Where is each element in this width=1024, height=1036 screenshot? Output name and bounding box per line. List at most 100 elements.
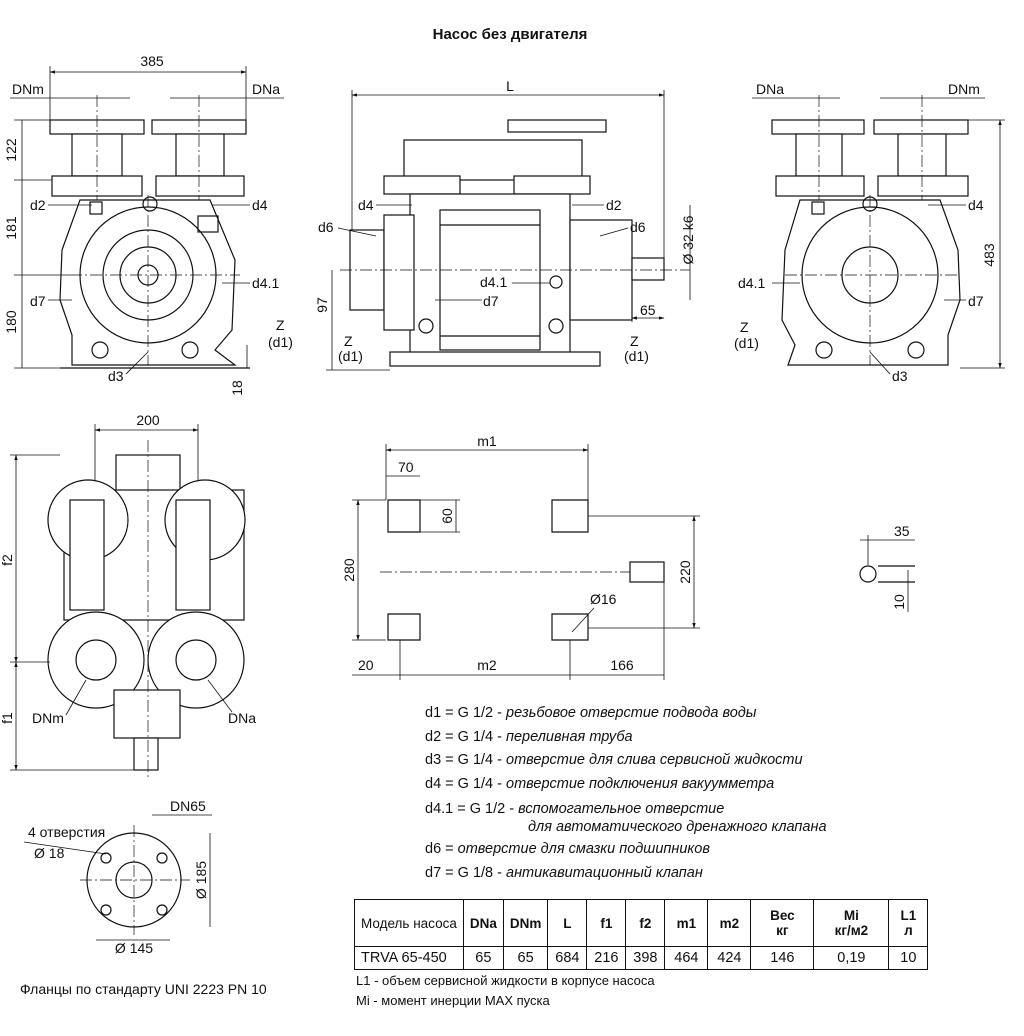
dim-166: 166 [610, 657, 634, 673]
rear-view: DNa DNm 483 d4 d4.1 d7 d3 Z (d1) [734, 81, 1005, 384]
legend: d1 = G 1/2 - резьбовое отверстие подвода… [425, 702, 985, 885]
th-l: L [547, 899, 588, 947]
dim-145: Ø 145 [115, 940, 153, 956]
dim-65: 65 [640, 302, 656, 318]
dim-60: 60 [439, 508, 455, 524]
td-dnm: 65 [502, 946, 549, 970]
dim-f1: f1 [0, 712, 15, 724]
label-z-front: Z [276, 317, 285, 333]
foundation-plan: m1 70 60 280 220 Ø16 20 m2 166 [341, 433, 700, 680]
td-m2: 424 [707, 946, 752, 970]
label-z-side-left: Z [344, 333, 353, 349]
note-mi: Mi - момент инерции MAX пуска [356, 993, 550, 1008]
label-d4-front: d4 [252, 197, 268, 213]
flange-detail: DN65 4 отверстия Ø 18 Ø 185 Ø 145 [23, 798, 212, 956]
th-f2: f2 [625, 899, 666, 947]
dim-122: 122 [3, 138, 19, 162]
label-zd1-rear: (d1) [734, 335, 759, 351]
front-view: 385 DNm DNa 122 181 180 [3, 53, 293, 396]
label-d6-left: d6 [318, 219, 334, 235]
dim-181: 181 [3, 216, 19, 240]
label-d4-side: d4 [358, 197, 374, 213]
label-z-rear: Z [740, 319, 749, 335]
legend-row-d2: d2 = G 1/4 - переливная труба [425, 728, 633, 745]
label-d6-right: d6 [630, 219, 646, 235]
legend-row-d41: d4.1 = G 1/2 - вспомогательное отверстие [425, 800, 725, 817]
td-m1: 464 [664, 946, 709, 970]
label-d4-rear: d4 [968, 197, 984, 213]
legend-row-d4: d4 = G 1/4 - отверстие подключения вакуу… [425, 776, 775, 793]
dim-hole-16: Ø16 [590, 591, 617, 607]
label-d7-side: d7 [483, 293, 499, 309]
th-m2: m2 [707, 899, 752, 947]
td-dna: 65 [462, 946, 504, 970]
dim-m1: m1 [477, 433, 497, 449]
label-holes: 4 отверстия [28, 824, 105, 840]
th-m1: m1 [664, 899, 709, 947]
th-dna: DNa [462, 899, 504, 947]
side-view: L 97 65 Ø 32 k6 d4 d2 d6 d6 d4.1 d [314, 78, 696, 371]
td-l: 684 [547, 946, 588, 970]
label-dna-rear: DNa [756, 81, 784, 97]
legend-row-d3: d3 = G 1/4 - отверстие для слива сервисн… [425, 752, 803, 769]
label-dnm-front: DNm [12, 81, 44, 97]
drawing-title: Насос без двигателя [433, 26, 588, 43]
th-f1: f1 [586, 899, 627, 947]
label-dna-front: DNa [252, 81, 280, 97]
label-zd1-side-right: (d1) [624, 348, 649, 364]
dim-10: 10 [891, 594, 907, 610]
dim-18: 18 [229, 380, 245, 396]
th-model: Модель насоса [354, 899, 464, 947]
dim-280: 280 [341, 558, 357, 582]
label-z-side-right: Z [630, 333, 639, 349]
label-dna-top: DNa [228, 710, 256, 726]
legend-row-d6: d6 = отверстие для смазки подшипников [425, 840, 710, 857]
label-d7-rear: d7 [968, 293, 984, 309]
label-d3-rear: d3 [892, 368, 908, 384]
label-dnm-rear: DNm [948, 81, 980, 97]
key-detail: 35 10 [859, 523, 915, 612]
legend-row-d7: d7 = G 1/8 - антикавитационный клапан [425, 864, 703, 881]
td-l1: 10 [888, 946, 929, 970]
dim-483: 483 [981, 243, 997, 267]
legend-row-d41-cont: для автоматического дренажного клапана [528, 818, 827, 835]
label-d3-front: d3 [108, 368, 124, 384]
label-d2-front: d2 [30, 197, 46, 213]
label-zd1-side-left: (d1) [338, 348, 363, 364]
dim-200: 200 [136, 412, 160, 428]
label-d7-front: d7 [30, 293, 46, 309]
label-d41-rear: d4.1 [738, 275, 765, 291]
top-view: 200 f2 f1 DNm DNa [0, 412, 256, 780]
dim-180: 180 [3, 310, 19, 334]
dim-shaft: Ø 32 k6 [680, 215, 696, 264]
dim-220: 220 [677, 560, 693, 584]
label-d2-side: d2 [606, 197, 622, 213]
label-hole-18: Ø 18 [34, 845, 65, 861]
dim-f2: f2 [0, 554, 15, 566]
dim-L: L [506, 78, 514, 94]
dim-m2: m2 [477, 657, 497, 673]
td-f1: 216 [586, 946, 627, 970]
label-zd1-front: (d1) [268, 334, 293, 350]
td-model: TRVA 65-450 [354, 946, 464, 970]
spec-table-row: TRVA 65-450 65 65 684 216 398 464 424 14… [354, 946, 929, 970]
td-weight: 146 [750, 946, 815, 970]
td-f2: 398 [625, 946, 666, 970]
label-dnm-top: DNm [32, 710, 64, 726]
dim-70: 70 [398, 459, 414, 475]
dim-385: 385 [140, 53, 164, 69]
flange-standard-note: Фланцы по стандарту UNI 2223 PN 10 [20, 981, 267, 997]
label-d41-front: d4.1 [252, 275, 279, 291]
label-d41-side: d4.1 [480, 274, 507, 290]
th-dnm: DNm [502, 899, 549, 947]
legend-row-d1: d1 = G 1/2 - резьбовое отверстие подвода… [425, 705, 757, 721]
dim-35: 35 [894, 523, 910, 539]
dim-97: 97 [314, 297, 330, 313]
note-l1: L1 - объем сервисной жидкости в корпусе … [356, 973, 655, 988]
